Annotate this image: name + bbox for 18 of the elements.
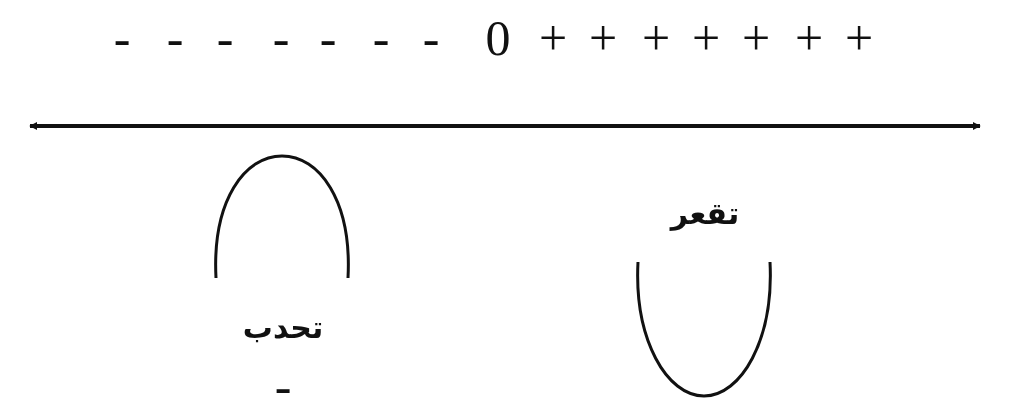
plus-sign: +	[641, 13, 671, 63]
minus-sign: -	[113, 13, 131, 63]
concavity-label: تحدب	[242, 313, 324, 343]
zero-label: 0	[485, 13, 511, 63]
minus-sign: -	[274, 361, 292, 406]
plus-sign: +	[844, 13, 874, 63]
minus-sign: -	[272, 13, 290, 63]
plus-sign: +	[794, 13, 824, 63]
minus-sign: -	[372, 13, 390, 63]
plus-sign: +	[538, 13, 568, 63]
minus-sign: -	[422, 13, 440, 63]
plus-sign: +	[741, 13, 771, 63]
minus-sign: -	[319, 13, 337, 63]
minus-sign: -	[166, 13, 184, 63]
plus-sign: +	[691, 13, 721, 63]
concavity-label: تقعر	[670, 199, 740, 229]
minus-sign: -	[216, 13, 234, 63]
plus-sign: +	[588, 13, 618, 63]
